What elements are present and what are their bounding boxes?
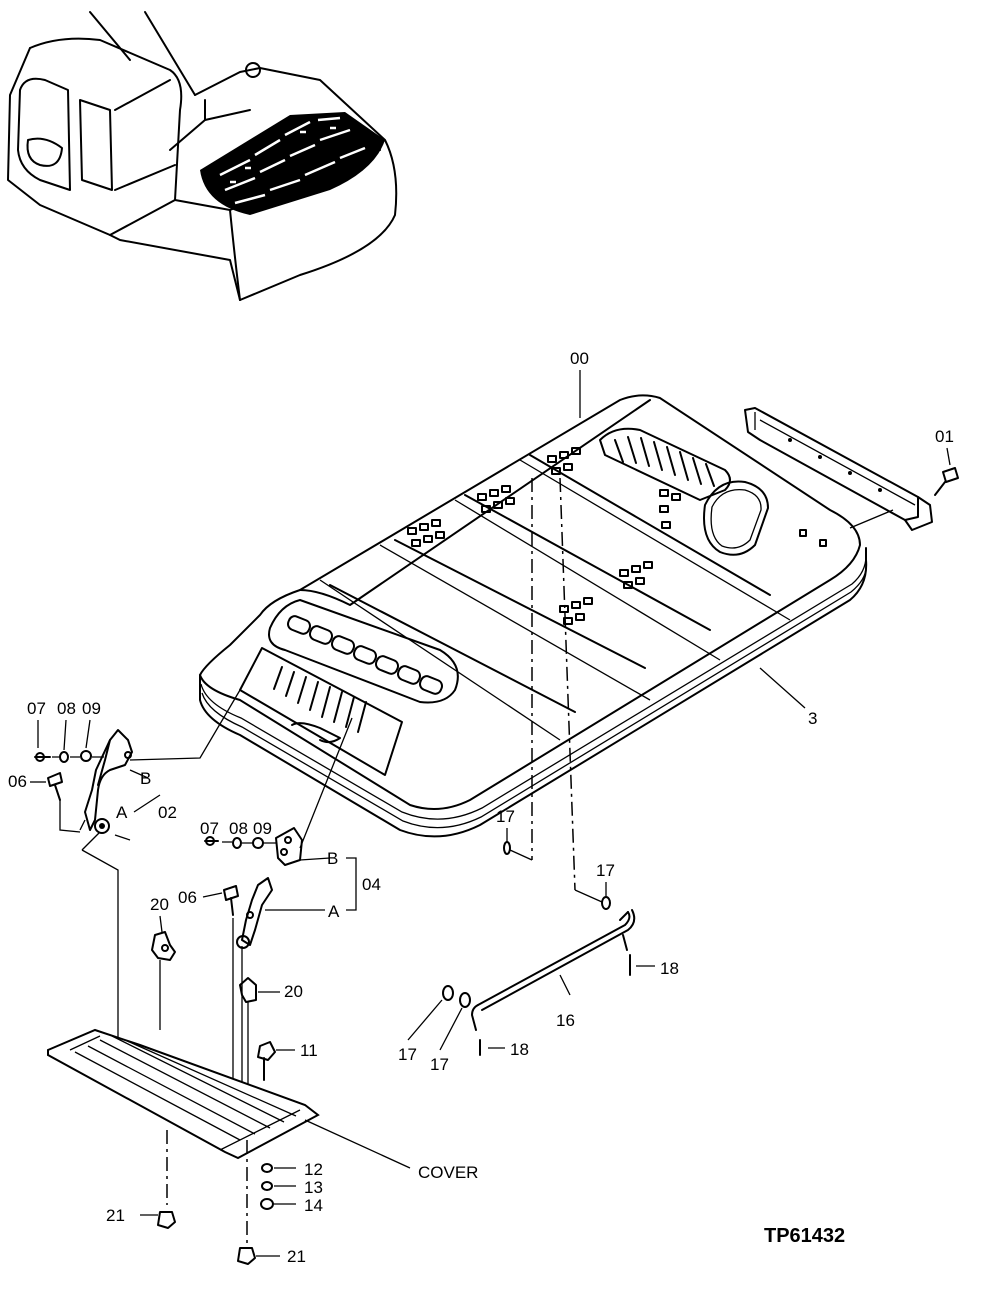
- label-20-upper: 20: [150, 895, 169, 914]
- label-17-right: 17: [596, 861, 615, 880]
- label-21-right: 21: [287, 1247, 306, 1266]
- label-04: 04: [362, 875, 381, 894]
- machine-overview-illustration: [7, 11, 398, 301]
- label-B-right: B: [327, 849, 338, 868]
- hinge-04: [204, 717, 353, 1100]
- label-A-left: A: [116, 803, 128, 822]
- hood-assembly: [198, 394, 959, 903]
- label-18-right: 18: [660, 959, 679, 978]
- label-09-right: 09: [253, 819, 272, 838]
- label-00: 00: [570, 349, 589, 368]
- label-06-left: 06: [8, 772, 27, 791]
- label-07-right: 07: [200, 819, 219, 838]
- label-12: 12: [304, 1160, 323, 1179]
- label-02: 02: [158, 803, 177, 822]
- label-09-left: 09: [82, 699, 101, 718]
- label-20-lower: 20: [284, 982, 303, 1001]
- label-11: 11: [300, 1041, 318, 1060]
- label-3: 3: [808, 709, 817, 728]
- label-17-lower-b: 17: [430, 1055, 449, 1074]
- label-16: 16: [556, 1011, 575, 1030]
- label-13: 13: [304, 1178, 323, 1197]
- label-14: 14: [304, 1196, 323, 1215]
- drawing-code: TP61432: [764, 1225, 845, 1247]
- label-cover: COVER: [418, 1163, 478, 1182]
- label-18-lower: 18: [510, 1040, 529, 1059]
- label-B-left: B: [140, 769, 151, 788]
- label-17-lower-a: 17: [398, 1045, 417, 1064]
- label-06-right: 06: [178, 888, 197, 907]
- label-17-top: 17: [496, 807, 515, 826]
- part-labels: 00 01 3 07 08 09 06 B A 02 07 08 09 B 04…: [8, 349, 954, 1266]
- label-07-left: 07: [27, 699, 46, 718]
- label-01: 01: [935, 427, 954, 446]
- label-A-right: A: [328, 902, 340, 921]
- cover-plate: [47, 931, 411, 1265]
- label-08-right: 08: [229, 819, 248, 838]
- hinge-02: [34, 689, 241, 1040]
- label-08-left: 08: [57, 699, 76, 718]
- label-21-left: 21: [106, 1206, 125, 1225]
- stay-rod: [442, 667, 806, 1056]
